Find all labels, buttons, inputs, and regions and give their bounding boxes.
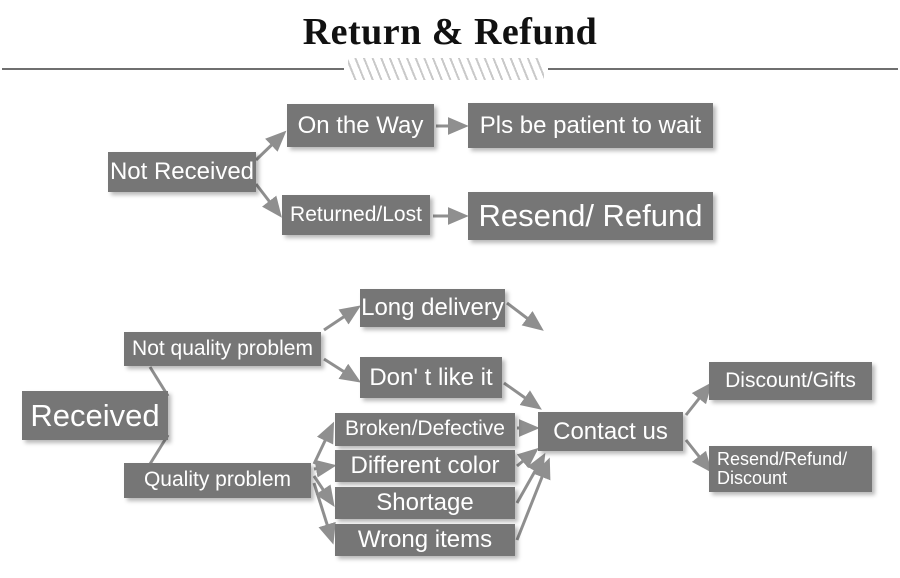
- node-contact-us[interactable]: Contact us: [538, 412, 683, 451]
- node-not-received[interactable]: Not Received: [108, 152, 256, 192]
- node-on-the-way[interactable]: On the Way: [287, 104, 434, 147]
- arrow-notquality-to-longdelivery: [323, 305, 361, 332]
- arrow-notquality-to-dontlikeit: [323, 357, 362, 383]
- node-received[interactable]: Received: [22, 391, 168, 440]
- arrow-quality-to-shortage: [312, 475, 335, 507]
- arrow-quality-to-brokendefective: [312, 421, 335, 465]
- node-not-quality-problem[interactable]: Not quality problem: [124, 332, 321, 366]
- node-different-color[interactable]: Different color: [335, 450, 515, 482]
- node-discount-gifts[interactable]: Discount/Gifts: [709, 362, 872, 400]
- node-resend-refund-discount[interactable]: Resend/Refund/ Discount: [709, 446, 872, 492]
- arrow-quality-to-wrongitems: [312, 482, 336, 545]
- divider-line-right: [548, 68, 898, 70]
- flowchart: Not Received On the Way Pls be patient t…: [0, 90, 900, 578]
- arrow-contactus-to-resendrefunddiscount: [684, 439, 712, 473]
- arrow-longdelivery-to-contactus: [506, 301, 544, 331]
- node-pls-be-patient-to-wait[interactable]: Pls be patient to wait: [468, 103, 713, 148]
- node-returned-lost[interactable]: Returned/Lost: [282, 195, 430, 235]
- node-quality-problem[interactable]: Quality problem: [124, 463, 311, 498]
- arrow-dontlikeit-to-contactus: [503, 381, 542, 410]
- divider-hatch-ornament: [348, 58, 544, 80]
- arrow-notreceived-to-returnedlost: [254, 183, 282, 218]
- arrow-differentcolor-to-contactus: [516, 447, 539, 469]
- page-header: Return & Refund: [0, 0, 900, 90]
- node-broken-defective[interactable]: Broken/Defective: [335, 413, 515, 446]
- page-title: Return & Refund: [302, 11, 598, 53]
- node-shortage[interactable]: Shortage: [335, 487, 515, 519]
- node-resend-refund[interactable]: Resend/ Refund: [468, 192, 713, 240]
- arrow-quality-to-differentcolor: [313, 459, 337, 478]
- arrow-contactus-to-discountgifts: [684, 382, 712, 416]
- divider-line-left: [2, 68, 344, 70]
- node-dont-like-it[interactable]: Don' t like it: [360, 357, 502, 398]
- arrow-shortage-to-contactus: [515, 452, 546, 504]
- node-wrong-items[interactable]: Wrong items: [335, 524, 515, 556]
- arrow-wrongitems-to-contactus: [515, 457, 551, 541]
- node-long-delivery[interactable]: Long delivery: [360, 289, 505, 327]
- arrow-notreceived-to-ontheway: [254, 130, 287, 162]
